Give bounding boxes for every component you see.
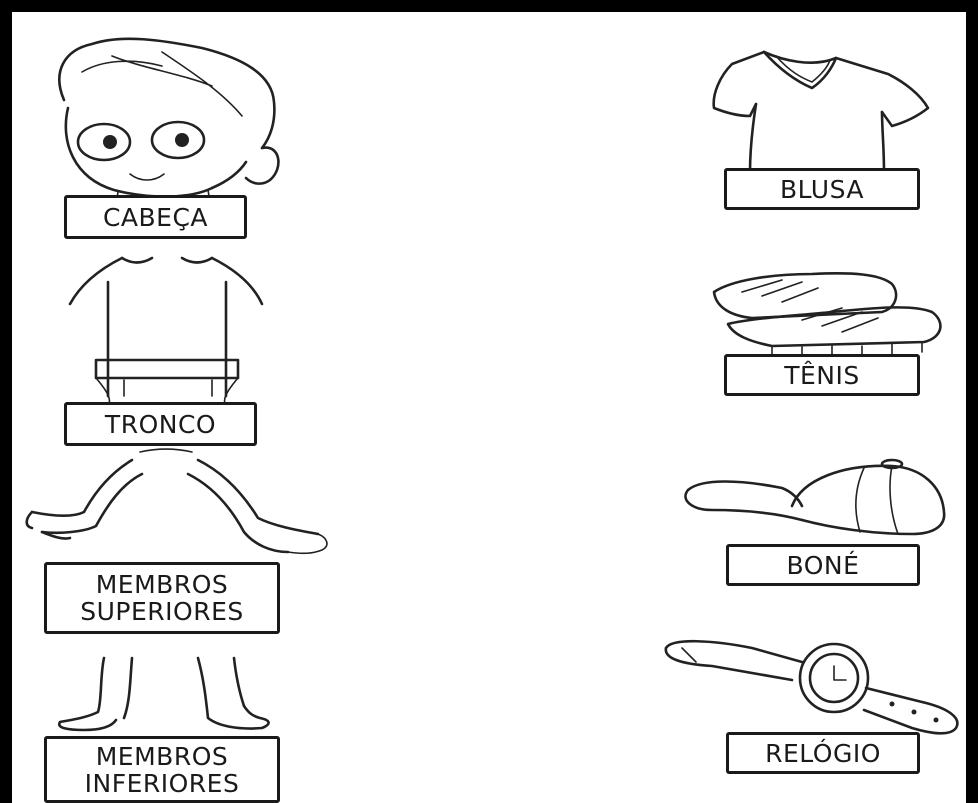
watch-icon xyxy=(664,639,959,735)
label-relogio: RELÓGIO xyxy=(726,732,920,774)
label-text: RELÓGIO xyxy=(765,738,881,768)
illustrations xyxy=(25,37,959,735)
label-text-line-1: MEMBROS xyxy=(95,741,229,771)
torso-icon xyxy=(68,256,264,407)
worksheet: CABEÇA TRONCO MEMBROS SUPERIORES MEMBROS… xyxy=(12,12,966,803)
label-bone: BONÉ xyxy=(726,544,920,586)
label-text-line-2: SUPERIORES xyxy=(80,597,244,626)
label-text: BONÉ xyxy=(786,550,860,580)
arms-icon xyxy=(25,448,328,555)
label-text-line-1: MEMBROS xyxy=(95,570,229,599)
label-membros-superiores: MEMBROS SUPERIORES xyxy=(44,562,280,634)
label-text: TRONCO xyxy=(104,409,217,439)
label-cabeca: CABEÇA xyxy=(64,195,247,239)
label-tronco: TRONCO xyxy=(64,402,257,446)
label-text-line-2: INFERIORES xyxy=(84,768,240,798)
label-blusa: BLUSA xyxy=(724,168,920,210)
label-tenis: TÊNIS xyxy=(724,354,920,396)
boy-head-icon xyxy=(58,37,280,205)
label-text: BLUSA xyxy=(779,174,865,204)
cap-icon xyxy=(684,458,946,536)
legs-icon xyxy=(57,656,270,732)
label-text: CABEÇA xyxy=(102,202,209,232)
label-text: TÊNIS xyxy=(784,360,860,390)
label-membros-inferiores: MEMBROS INFERIORES xyxy=(44,736,280,803)
sneakers-icon xyxy=(712,272,942,357)
shirt-icon xyxy=(712,50,930,174)
